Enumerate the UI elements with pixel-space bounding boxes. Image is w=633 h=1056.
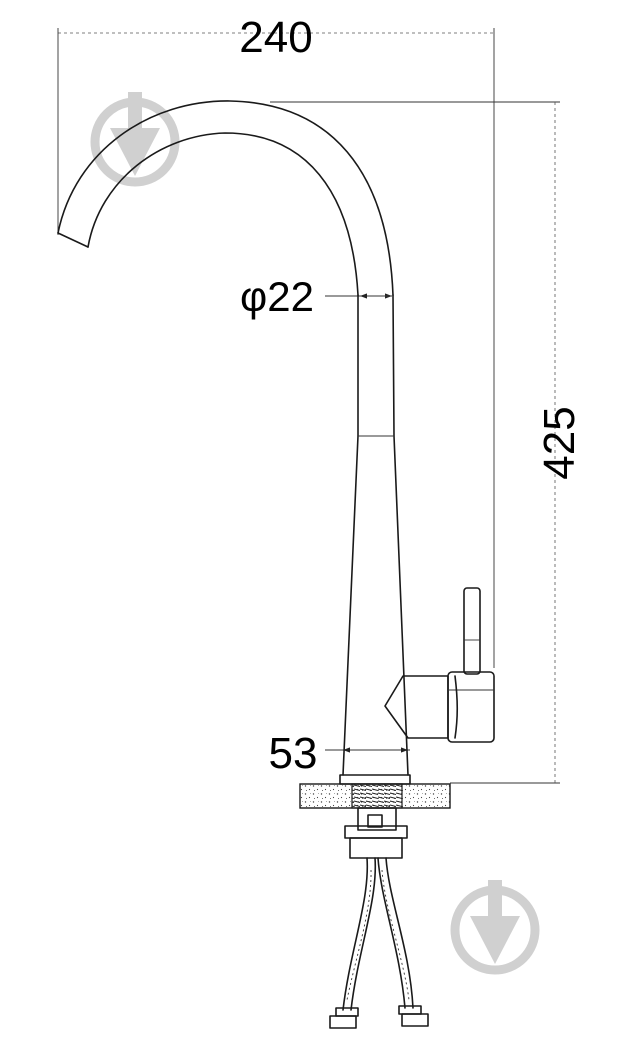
mounting-hardware <box>344 807 408 859</box>
height-dimension-label: 425 <box>535 406 584 479</box>
faucet-body <box>57 100 411 785</box>
drop-arrow-logo-icon <box>90 92 180 187</box>
width-dimension: 240 <box>57 13 495 668</box>
width-dimension-label: 240 <box>239 13 312 62</box>
diameter-dimension: φ22 <box>240 273 392 320</box>
height-dimension: 425 <box>270 101 584 784</box>
diameter-dimension-label: φ22 <box>240 273 314 320</box>
flexible-hoses <box>329 857 429 1029</box>
countertop <box>299 783 451 809</box>
faucet-handle <box>384 587 495 743</box>
base-dimension-label: 53 <box>269 729 318 778</box>
drop-arrow-logo-icon <box>450 880 540 975</box>
base-dimension: 53 <box>269 729 410 778</box>
